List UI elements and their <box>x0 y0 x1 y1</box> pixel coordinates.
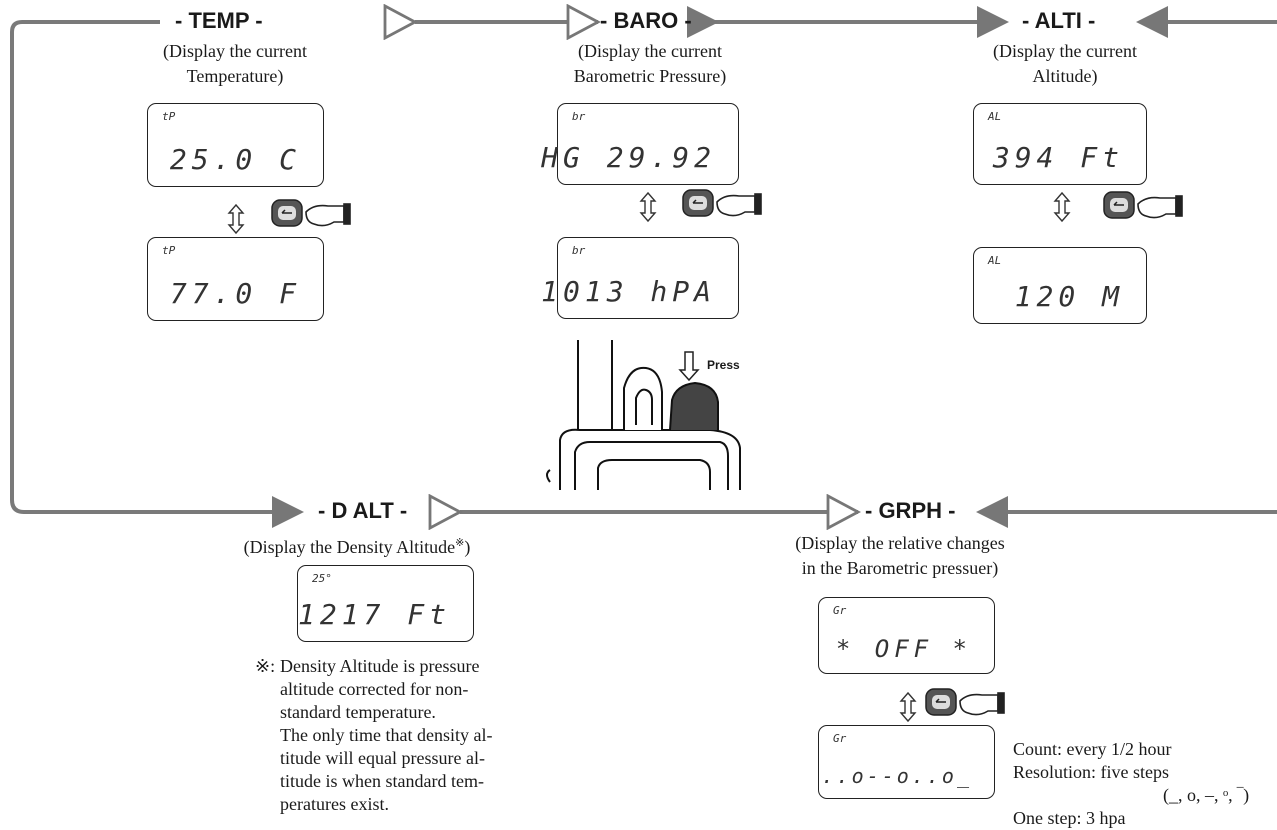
press-arrow-icon <box>678 351 700 382</box>
desc-line: (Display the relative changes <box>795 533 1005 553</box>
lcd-value: 25.0 C <box>169 143 301 176</box>
note-line: Density Altitude is pressure <box>280 656 480 676</box>
mode-desc-alti: (Display the current Altitude) <box>970 39 1160 89</box>
note-line: The only time that density al- <box>280 725 493 745</box>
mode-title-grph: - GRPH - <box>865 498 956 523</box>
key-button-icon <box>271 189 1135 716</box>
radio-device-illustration <box>546 340 741 490</box>
lcd-value: 77.0 F <box>169 277 301 310</box>
grph-resolution: Resolution: five steps <box>1013 762 1169 782</box>
lcd-label: tP <box>162 110 176 123</box>
mode-title-baro: - BARO - <box>600 8 692 33</box>
lcd-value: 120 M <box>1014 280 1124 313</box>
desc-line: Altitude) <box>1032 66 1098 86</box>
desc-line: (Display the current <box>163 41 307 61</box>
lcd-label: br <box>572 110 586 123</box>
mode-title-alti: - ALTI - <box>1022 8 1096 33</box>
grph-info: Count: every 1/2 hour Resolution: five s… <box>1013 738 1249 830</box>
pointing-hand-icon <box>305 193 1183 716</box>
desc-mark: ※ <box>455 537 465 549</box>
lcd-label: AL <box>988 254 1002 267</box>
desc-line: Barometric Pressure) <box>573 66 727 86</box>
lcd-label: tP <box>162 244 176 257</box>
mode-desc-temp: (Display the current Temperature) <box>140 39 330 89</box>
lcd-value: 1013 hPA <box>541 275 716 308</box>
lcd-baro-inhg: br HG 29.92 <box>541 103 739 185</box>
lcd-grph-off: Gr * OFF * <box>818 597 995 674</box>
note-line: altitude corrected for non- <box>280 679 469 699</box>
lcd-label: Gr <box>833 604 847 617</box>
lcd-grph-graph: Gr ..o--o..o_ <box>818 725 995 799</box>
note-line: standard temperature. <box>280 702 436 722</box>
lcd-value: ..o--o..o_ <box>821 764 972 788</box>
note-line: titude will equal pressure al- <box>280 748 485 768</box>
lcd-baro-hpa: br 1013 hPA <box>541 237 739 319</box>
note-lines: Density Altitude is pressure altitude co… <box>280 655 580 816</box>
desc-end: ) <box>464 537 471 557</box>
desc-line: in the Barometric pressuer) <box>801 558 999 578</box>
lcd-value: * OFF * <box>835 635 972 663</box>
lcd-value: 1217 Ft <box>297 598 451 631</box>
left-loop-line <box>10 20 304 528</box>
lcd-temp-celsius: tP 25.0 C <box>147 103 324 187</box>
lcd-alti-ft: AL 394 Ft <box>973 103 1147 185</box>
grph-count: Count: every 1/2 hour <box>1013 739 1172 759</box>
desc-line: (Display the current <box>578 41 722 61</box>
lcd-dalt: 25° 1217 Ft <box>297 565 474 642</box>
grph-one-step: One step: 3 hpa <box>1013 808 1126 828</box>
lcd-label: 25° <box>312 572 332 585</box>
mode-title-dalt: - D ALT - <box>318 498 408 523</box>
desc-line: (Display the current <box>993 41 1137 61</box>
mode-desc-dalt: (Display the Density Altitude※) <box>222 531 492 560</box>
desc-line: Temperature) <box>186 66 284 86</box>
lcd-label: br <box>572 244 586 257</box>
lcd-value: HG 29.92 <box>541 141 716 174</box>
mode-desc-grph: (Display the relative changes in the Bar… <box>770 531 1030 581</box>
press-label: Press <box>707 358 740 372</box>
updown-arrow-icon <box>227 191 1071 723</box>
lcd-value: 394 Ft <box>992 141 1124 174</box>
lcd-temp-fahrenheit: tP 77.0 F <box>147 237 324 321</box>
note-line: peratures exist. <box>280 794 389 814</box>
note-line: titude is when standard tem- <box>280 771 484 791</box>
lcd-label: Gr <box>833 732 847 745</box>
desc-text: (Display the Density Altitude <box>243 537 456 557</box>
mode-desc-baro: (Display the current Barometric Pressure… <box>550 39 750 89</box>
mode-title-temp: - TEMP - <box>175 8 263 33</box>
note-mark: ※: <box>255 656 276 676</box>
lcd-alti-m: AL 120 M <box>973 247 1147 324</box>
lcd-label: AL <box>988 110 1002 123</box>
grph-steps: (_, o, –, ᵒ, ‾) <box>1163 785 1250 805</box>
